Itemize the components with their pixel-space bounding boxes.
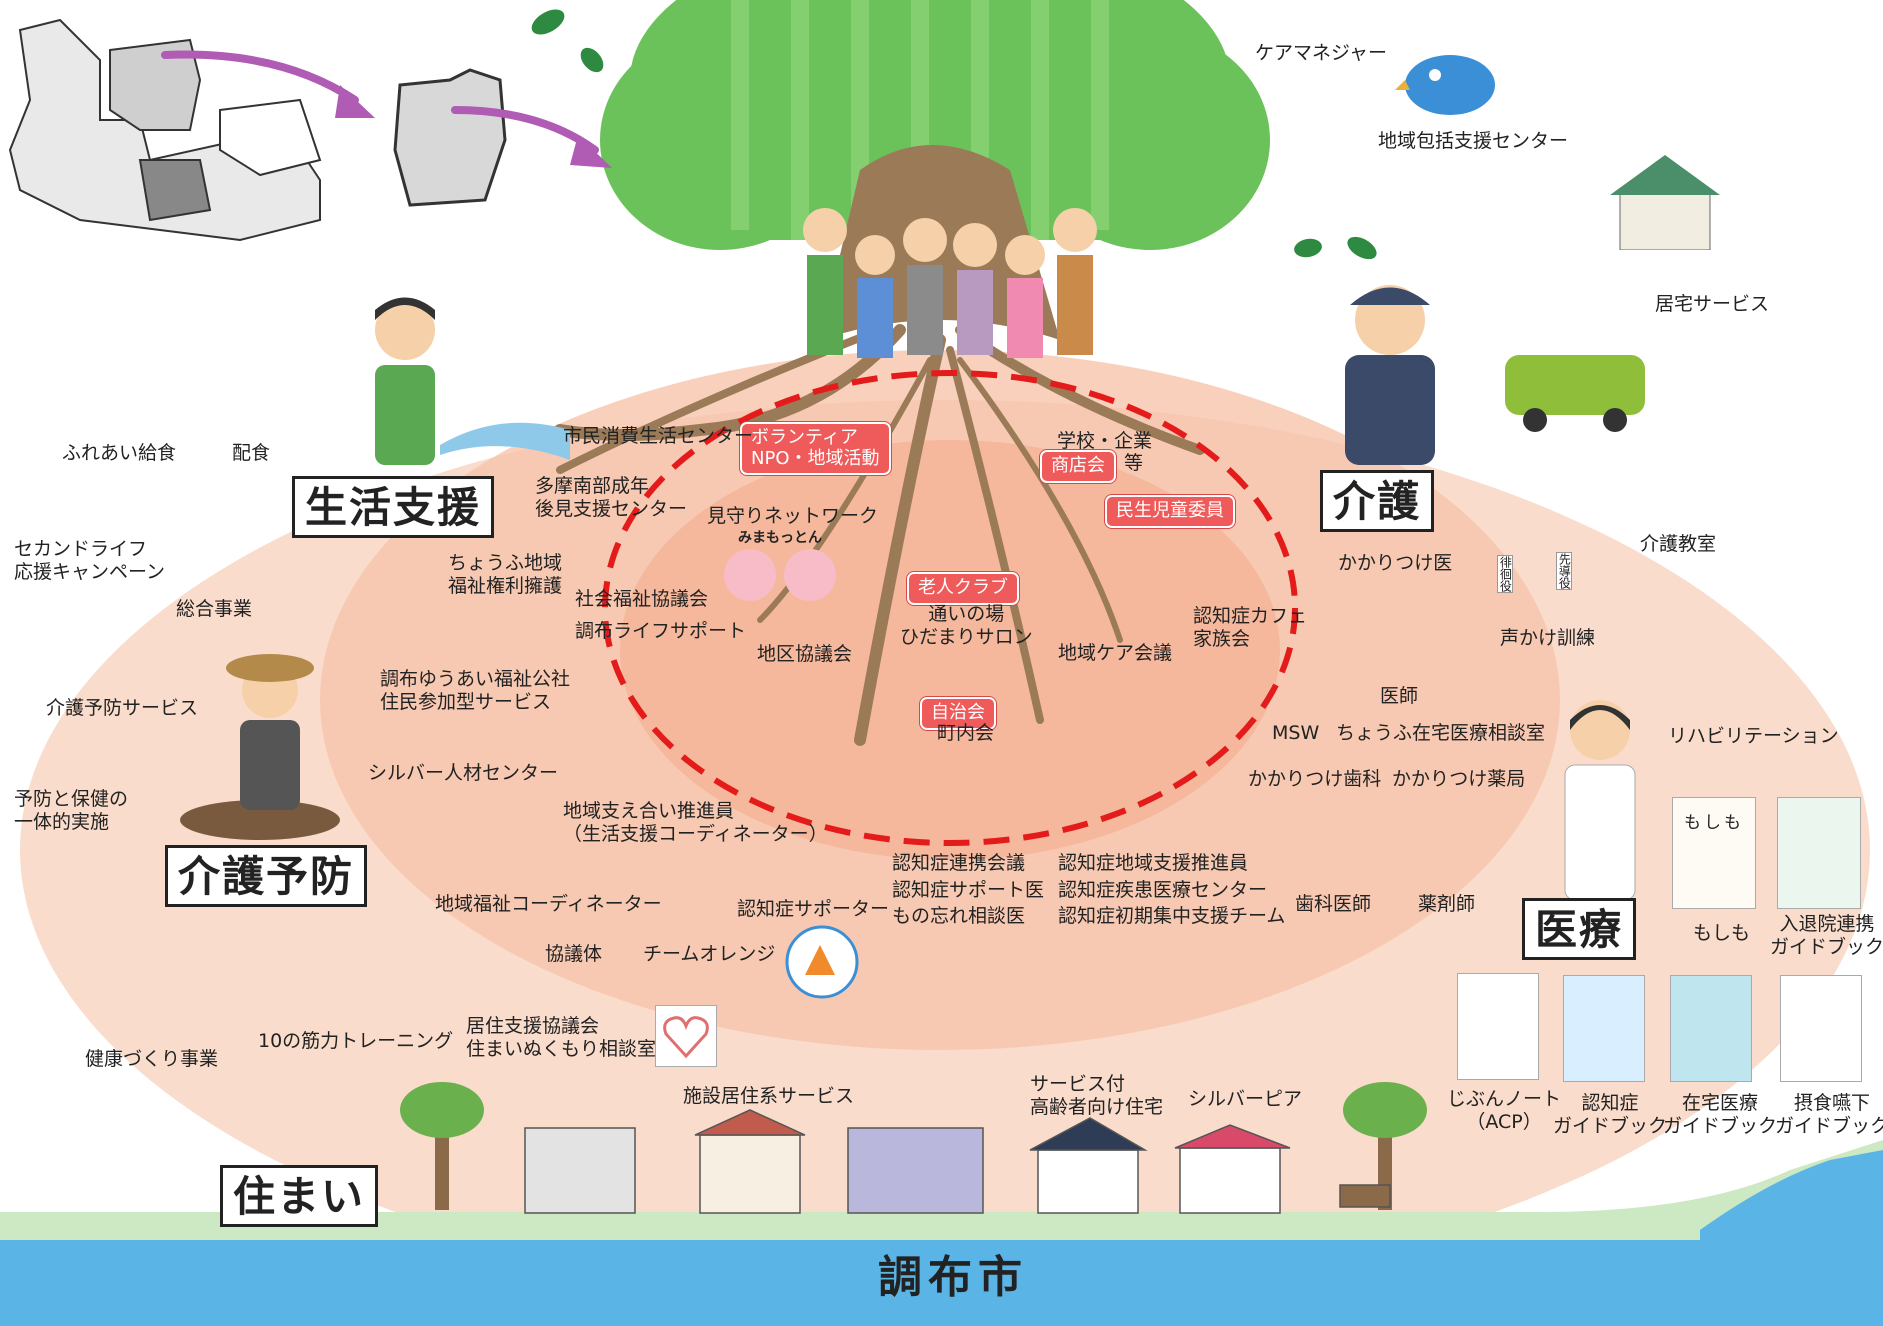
label-kayoi: 通いの場 ひだまりサロン [900,603,1033,648]
label-chonaikai: 町内会 [937,722,995,744]
label-ninchi-suishin: 認知症地域支援推進員 認知症疾患医療センター 認知症初期集中支援チーム [1058,852,1286,928]
label-kinryoku: 10の筋力トレーニング [258,1030,454,1052]
doctor-figure [1545,690,1655,901]
gardener-kaigo-figure [1310,265,1470,465]
bird-icon [1395,35,1505,125]
zaitaku-book [1670,975,1752,1082]
label-kyogikai: 協議体 [545,943,603,965]
label-caremanager: ケアマネジャー [1255,42,1388,64]
label-silver-pia: シルバーピア [1188,1088,1303,1110]
label-haikai: 徘徊役 [1497,555,1514,593]
label-koekake: 声かけ訓練 [1500,627,1596,649]
label-chiiki-coord: 地域福祉コーディネーター [435,893,662,915]
label-yakkyoku: かかりつけ薬局 [1392,768,1526,790]
label-silver-jinzai: シルバー人材センター [368,762,559,784]
jibun-book [1457,973,1539,1080]
label-yobo-hoken: 予防と保健の 一体的実施 [14,788,129,833]
moshimo-book: もしも [1672,797,1756,909]
label-kenri: ちょうふ地域 福祉権利擁護 [448,552,563,597]
label-ninchi-guide: 認知症 ガイドブック [1553,1092,1668,1137]
orange-dog-logo [785,925,860,1000]
label-yuai: 調布ゆうあい福祉公社 住民参加型サービス [380,668,571,713]
label-sesshoku: 摂食嚥下 ガイドブック [1775,1092,1883,1137]
van-icon [1505,335,1685,435]
label-taiin: 入退院連携 ガイドブック [1770,913,1883,958]
label-kaigo-kyoshitsu: 介護教室 [1640,533,1717,555]
city-name: 調布市 [878,1252,1028,1303]
label-team-orange: チームオレンジ [643,943,776,965]
label-to: 等 [1124,452,1144,474]
label-haishoku: 配食 [232,442,271,464]
label-ninchi-renkei: 認知症連携会議 認知症サポート医 もの忘れ相談医 [892,852,1045,928]
label-chiiki-care: 地域ケア会議 [1058,642,1173,664]
gardener-figure [350,290,470,470]
label-shisetsu: 施設居住系サービス [683,1085,855,1107]
category-yobo: 介護予防 [165,845,368,907]
tag-rojin: 老人クラブ [907,572,1019,605]
label-moshimo: もしも [1693,922,1751,944]
label-shohi: 市民消費生活センター [563,425,754,447]
tree-foliage [600,0,1270,250]
label-kyoju: 居住支援協議会 住まいぬくもり相談室 [466,1015,657,1060]
buildings [524,1109,1391,1214]
label-kyotaku: 居宅サービス [1655,293,1770,315]
label-mimamori: 見守りネットワーク [707,505,879,527]
label-jibun: じぶんノート （ACP） [1447,1088,1562,1133]
tag-shotenkai: 商店会 [1040,450,1116,483]
tag-volunteer: ボランティア NPO・地域活動 [740,422,891,476]
label-fureai: ふれあい給食 [62,442,177,464]
pig-mascot-icon [715,540,845,620]
label-chiku: 地区協議会 [757,643,853,665]
label-zaitaku-soudan: ちょうふ在宅医療相談室 [1336,722,1546,744]
label-shika: かかりつけ歯科 [1248,768,1382,790]
label-sogo: 総合事業 [176,598,253,620]
city-map-zoom [393,68,507,207]
label-tama: 多摩南部成年 後見支援センター [535,475,688,520]
label-houkatsu: 地域包括支援センター [1378,130,1569,152]
taiin-book [1777,797,1861,909]
heart-card [655,1005,717,1067]
label-sendo: 先導役 [1556,552,1573,590]
category-iryo: 医療 [1522,898,1637,960]
city-map [8,18,322,242]
label-ninchi-supporter: 認知症サポーター [737,898,890,920]
label-ninchi-cafe: 認知症カフェ 家族会 [1193,605,1308,650]
label-shakyo: 社会福祉協議会 [575,588,709,610]
label-sasaeai: 地域支え合い推進員 （生活支援コーディネーター） [563,800,828,845]
house-icon [1610,150,1720,251]
tag-minsei: 民生児童委員 [1105,495,1235,528]
label-mimamotton: みまもっとん [738,530,822,546]
label-kakaritsuke: かかりつけ医 [1338,552,1453,574]
category-kaigo: 介護 [1320,470,1435,532]
sesshoku-book [1780,975,1862,1082]
label-service-tsuki: サービス付 高齢者向け住宅 [1030,1073,1164,1118]
label-second-life: セカンドライフ 応援キャンペーン [14,538,166,583]
label-zaitaku-guide: 在宅医療 ガイドブック [1663,1092,1778,1137]
farmer-figure [180,650,340,840]
label-shika-ishi: 歯科医師 [1295,893,1372,915]
label-gakko: 学校・企業 [1057,430,1153,452]
ninchi-book [1563,975,1645,1082]
tag-jichikai: 自治会 [920,697,996,730]
category-seikatsu: 生活支援 [292,476,495,538]
family-figures [795,200,1135,360]
water-spray [440,405,570,465]
label-yakuzaishi: 薬剤師 [1418,893,1476,915]
label-msw: MSW [1272,722,1320,744]
label-kaigo-yobo-service: 介護予防サービス [46,697,199,719]
category-sumai: 住まい [220,1165,379,1227]
label-ishi: 医師 [1380,685,1419,707]
label-rehab: リハビリテーション [1668,725,1839,747]
label-chofu-life: 調布ライフサポート [575,620,747,642]
label-kenko: 健康づくり事業 [85,1048,219,1070]
